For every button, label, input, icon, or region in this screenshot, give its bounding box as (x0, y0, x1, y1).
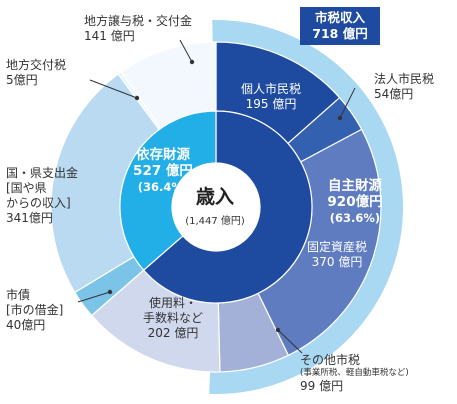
slice-label-line: 固定資産税 (306, 240, 367, 254)
slice-label-line: 地方譲与税・交付金 (84, 14, 193, 28)
slice-label-line: 195 億円 (245, 97, 297, 111)
city-tax-badge-value: 718 億円 (312, 26, 368, 41)
leader-dot-5 (107, 289, 113, 295)
own-revenue-percent: (63.6%) (329, 211, 381, 225)
leader-dot-8 (189, 59, 195, 65)
slice-label-line: [国や県 (6, 181, 47, 195)
leader-dot-1 (337, 115, 343, 121)
slice-label-line: 54億円 (374, 87, 414, 101)
slice-label-property-tax: 固定資産税 370 億円 (292, 240, 382, 270)
slice-label-line: 法人市民税 (374, 72, 435, 86)
dependent-revenue-percent: (36.4%) (137, 180, 189, 194)
own-revenue-name: 自主財源 (328, 178, 382, 194)
slice-label-line: 市債 (6, 288, 31, 302)
dependent-revenue-label: 依存財源 527 億円 (36.4%) (108, 147, 218, 195)
city-tax-highlight-band (209, 20, 403, 395)
dependent-revenue-name: 依存財源 (136, 147, 190, 163)
leader-dot-7 (134, 95, 140, 101)
own-revenue-value: 920億円 (327, 194, 383, 210)
leader-line-3 (277, 329, 303, 354)
slice-label-local-transfer-tax: 地方譲与税・交付金 141 億円 (84, 14, 192, 44)
slice-label-line: 341億円 (6, 211, 53, 225)
dependent-revenue-value: 527 億円 (133, 163, 193, 179)
slice-label-individual-tax: 個人市民税 195 億円 (226, 82, 316, 112)
city-tax-badge-label: 市税収入 (314, 10, 365, 25)
own-revenue-label: 自主財源 920億円 (63.6%) (300, 178, 410, 226)
leader-line-8 (179, 39, 193, 63)
slice-label-line: 手数料など (142, 311, 203, 325)
slice-label-city-bonds: 市債 [市の借金] 40億円 (6, 288, 63, 333)
slice-label-line: 370 億円 (311, 255, 363, 269)
slice-label-line: その他市税 (300, 353, 361, 367)
leader-line-7 (89, 79, 138, 99)
slice-label-line: 国・県支出金 (6, 166, 79, 180)
slice-label-note: (事業所税、軽自動車税など) (300, 368, 409, 378)
slice-label-line: 地方交付税 (6, 58, 67, 72)
slice-label-line: 202 億円 (147, 326, 199, 340)
slice-label-national-prefectural: 国・県支出金 [国や県 からの収入] 341億円 (6, 166, 78, 226)
center-total: (1,447 億円) (185, 216, 245, 227)
slice-label-line: 40億円 (6, 318, 46, 332)
leader-line-5 (77, 291, 111, 303)
slice-label-fees: 使用料・ 手数料など 202 億円 (128, 296, 218, 341)
slice-label-line: 使用料・ (148, 296, 197, 310)
slice-label-local-allocation-tax: 地方交付税 5億円 (6, 58, 66, 88)
slice-label-line: [市の借金] (6, 303, 64, 317)
slice-label-amount: 99 億円 (300, 379, 344, 393)
slice-label-corporate-tax: 法人市民税 54億円 (374, 72, 434, 102)
center-hole (172, 163, 260, 251)
slice-label-line: 5億円 (6, 73, 38, 87)
city-tax-badge: 市税収入 718 億円 (300, 7, 380, 45)
leader-line-1 (339, 87, 356, 119)
slice-label-other-city-tax: その他市税 (事業所税、軽自動車税など) 99 億円 (300, 353, 409, 394)
slice-label-line: 141 億円 (84, 29, 135, 43)
slice-label-line: からの収入] (6, 196, 71, 210)
slice-label-line: 個人市民税 (240, 82, 301, 96)
center-title: 歳入 (195, 186, 234, 208)
leader-dot-3 (275, 327, 281, 333)
